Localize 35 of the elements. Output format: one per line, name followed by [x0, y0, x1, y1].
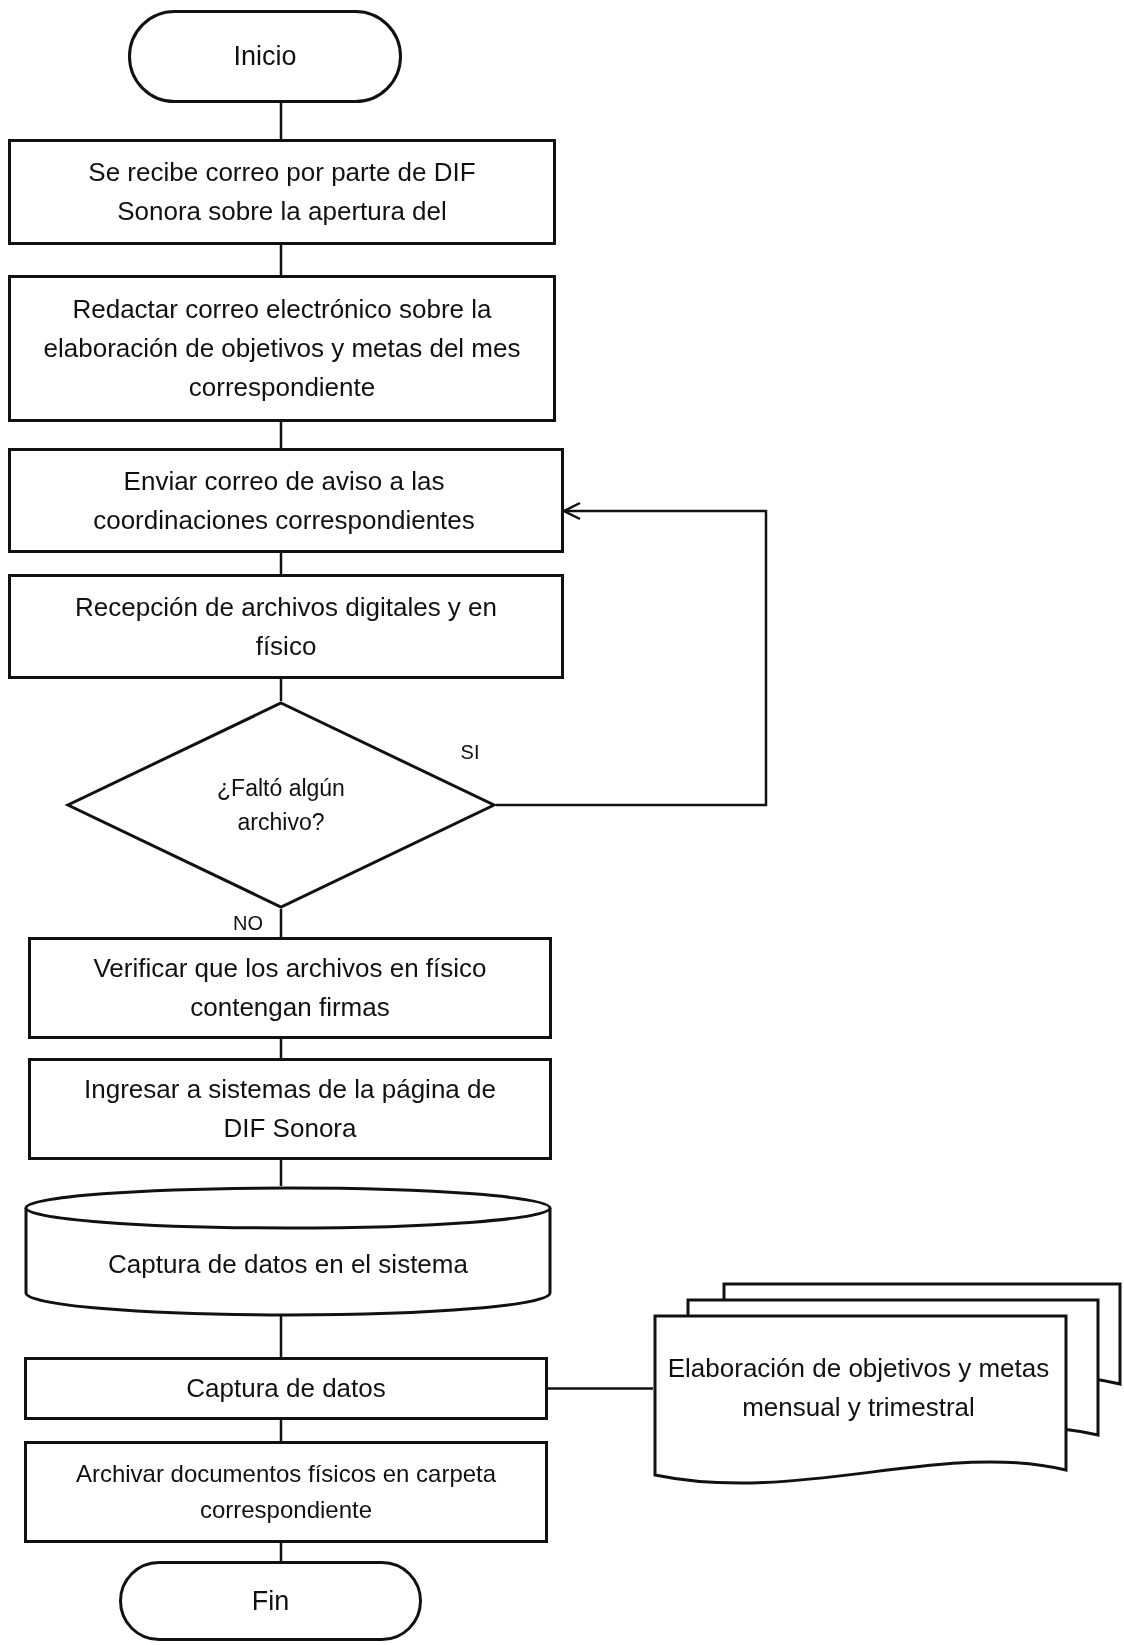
process-box — [8, 574, 564, 679]
decision-diamond — [66, 701, 496, 909]
connector-line — [279, 245, 283, 275]
process-box — [28, 937, 552, 1039]
process-box — [24, 1357, 548, 1420]
node-text: Captura de datos en el sistema — [108, 1248, 468, 1281]
node-text: ¿Faltó algún archivo? — [216, 773, 346, 837]
node-text: Elaboración de objetivos y metas mensual y trimestral — [666, 1352, 1051, 1424]
process-box — [8, 448, 564, 553]
connector-line — [279, 1420, 283, 1441]
process-box — [8, 275, 556, 422]
process-box — [8, 139, 556, 245]
connector-line — [279, 422, 283, 448]
arrow — [496, 501, 768, 807]
node-text: Inicio — [233, 40, 297, 74]
node-text: Archivar documentos físicos en carpeta correspondiente — [74, 1459, 498, 1525]
node-text: Se recibe correo por parte de DIF Sonora sobre la apertura del — [87, 156, 477, 228]
database-cylinder — [24, 1186, 552, 1315]
connector-line — [279, 1160, 283, 1186]
connector-line — [279, 1315, 283, 1357]
process-box — [28, 1058, 552, 1160]
node-text: Recepción de archivos digitales y en físico — [74, 590, 498, 663]
node-text: Enviar correo de aviso a las coordinaciones correspondientes — [92, 464, 476, 537]
node-text: Captura de datos — [186, 1372, 386, 1405]
connector-line — [548, 1387, 653, 1390]
connector-line — [279, 103, 283, 139]
node-text: Fin — [251, 1584, 290, 1618]
connector-line — [279, 679, 283, 701]
connector-line — [279, 553, 283, 574]
node-text: Ingresar a sistemas de la página de DIF Sonora — [83, 1073, 497, 1145]
node-text: Redactar correo electrónico sobre la elaboración de objetivos y metas del mes correspondiente — [42, 293, 522, 404]
connector-line — [279, 1039, 283, 1058]
connector-line — [279, 909, 283, 937]
node-text: Verificar que los archivos en físico contengan firmas — [92, 952, 488, 1024]
process-box — [24, 1441, 548, 1543]
